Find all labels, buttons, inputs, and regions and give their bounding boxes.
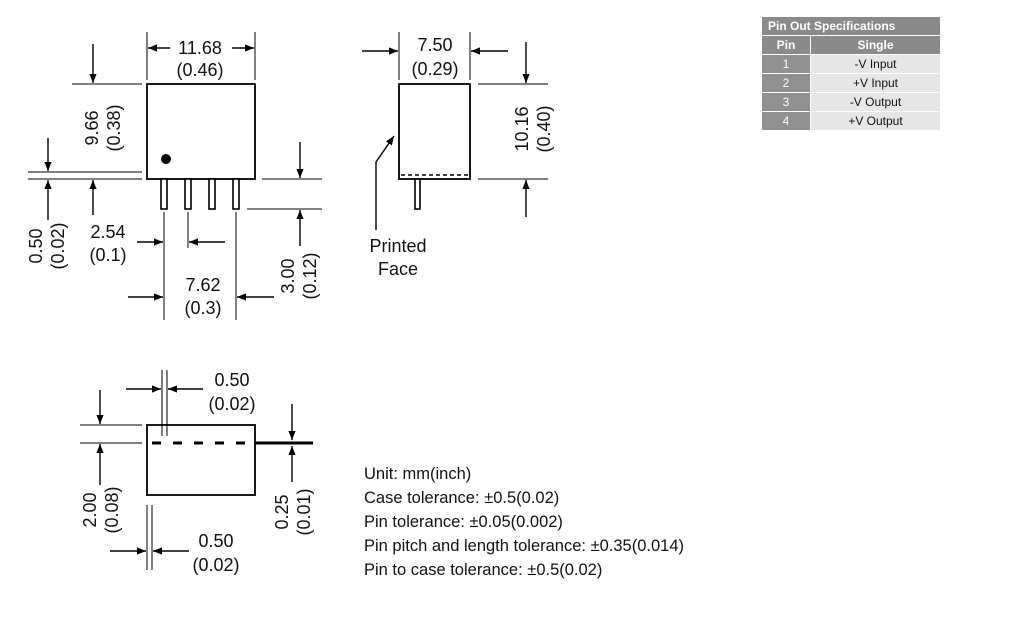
dim-standoff-in: (0.02) <box>48 222 68 269</box>
side-pin <box>414 178 421 210</box>
dim-pitch-in: (0.1) <box>89 245 126 265</box>
dim-top-pin-thickness-mm: 0.25 <box>272 494 292 529</box>
dim-top-pin-width-in: (0.02) <box>208 394 255 414</box>
note-case-tolerance: Case tolerance: ±0.5(0.02) <box>364 489 560 507</box>
callout-face: Face <box>378 259 418 279</box>
dim-standoff-mm: 0.50 <box>26 228 46 263</box>
dim-pin-length-mm: 3.00 <box>278 258 298 293</box>
pin-function: +V Output <box>810 111 941 131</box>
table-row: 3 -V Output <box>761 92 941 112</box>
note-units: Unit: mm(inch) <box>364 465 472 483</box>
top-view: 0.50 (0.02) 2.00 (0.08) 0.25 (0.01) 0.50… <box>80 370 314 575</box>
pin-number: 3 <box>761 92 811 112</box>
pin-number: 4 <box>761 111 811 131</box>
dim-width-in: (0.46) <box>176 60 223 80</box>
top-case-body <box>146 424 256 496</box>
pin-function: -V Input <box>810 54 941 74</box>
pin-out-table: Pin Out Specifications Pin Single 1 -V I… <box>761 16 941 131</box>
dim-height-mm: 9.66 <box>82 110 102 145</box>
front-pin-1 <box>160 178 168 210</box>
front-pin-2 <box>184 178 192 210</box>
dim-top-pin-thickness-in: (0.01) <box>294 488 314 535</box>
front-view: 11.68 (0.46) 9.66 (0.38) 0.50 (0.02) 2.5… <box>26 32 322 320</box>
pin-function: +V Input <box>810 73 941 93</box>
table-row: 1 -V Input <box>761 54 941 74</box>
dim-top-depth-mm: 2.00 <box>80 492 100 527</box>
pin-table-header-single: Single <box>810 35 941 55</box>
side-case-body <box>398 83 471 180</box>
pin-table-header-pin: Pin <box>761 35 811 55</box>
table-row: 2 +V Input <box>761 73 941 93</box>
dim-span-in: (0.3) <box>184 298 221 318</box>
note-pitch-length-tolerance: Pin pitch and length tolerance: ±0.35(0.… <box>364 537 685 555</box>
note-pin-to-case-tolerance: Pin to case tolerance: ±0.5(0.02) <box>364 561 603 579</box>
front-pin-3 <box>208 178 216 210</box>
dim-bottom-edge-in: (0.02) <box>192 555 239 575</box>
pin-table-title: Pin Out Specifications <box>761 16 941 36</box>
pin-number: 1 <box>761 54 811 74</box>
note-pin-tolerance: Pin tolerance: ±0.05(0.002) <box>364 513 563 531</box>
dim-top-depth-in: (0.08) <box>102 486 122 533</box>
dim-bottom-edge-mm: 0.50 <box>198 531 233 551</box>
dim-side-width-mm: 7.50 <box>417 35 452 55</box>
pin1-marker-dot <box>161 154 171 164</box>
pin-function: -V Output <box>810 92 941 112</box>
dim-side-height-in: (0.40) <box>534 105 554 152</box>
table-row: 4 +V Output <box>761 111 941 131</box>
front-pin-4 <box>232 178 240 210</box>
pin-number: 2 <box>761 73 811 93</box>
dim-side-height-mm: 10.16 <box>512 106 532 151</box>
front-case-body <box>146 83 256 180</box>
callout-printed: Printed <box>369 236 426 256</box>
dim-pin-length-in: (0.12) <box>300 252 320 299</box>
dim-side-width-in: (0.29) <box>411 59 458 79</box>
tolerance-notes: Unit: mm(inch) Case tolerance: ±0.5(0.02… <box>364 462 684 582</box>
dim-pitch-mm: 2.54 <box>90 222 125 242</box>
dim-span-mm: 7.62 <box>185 275 220 295</box>
dim-top-pin-width-mm: 0.50 <box>214 370 249 390</box>
side-view: 7.50 (0.29) 10.16 (0.40) Printed Face <box>362 32 554 279</box>
dim-height-in: (0.38) <box>104 104 124 151</box>
dim-width-mm: 11.68 <box>178 38 222 58</box>
